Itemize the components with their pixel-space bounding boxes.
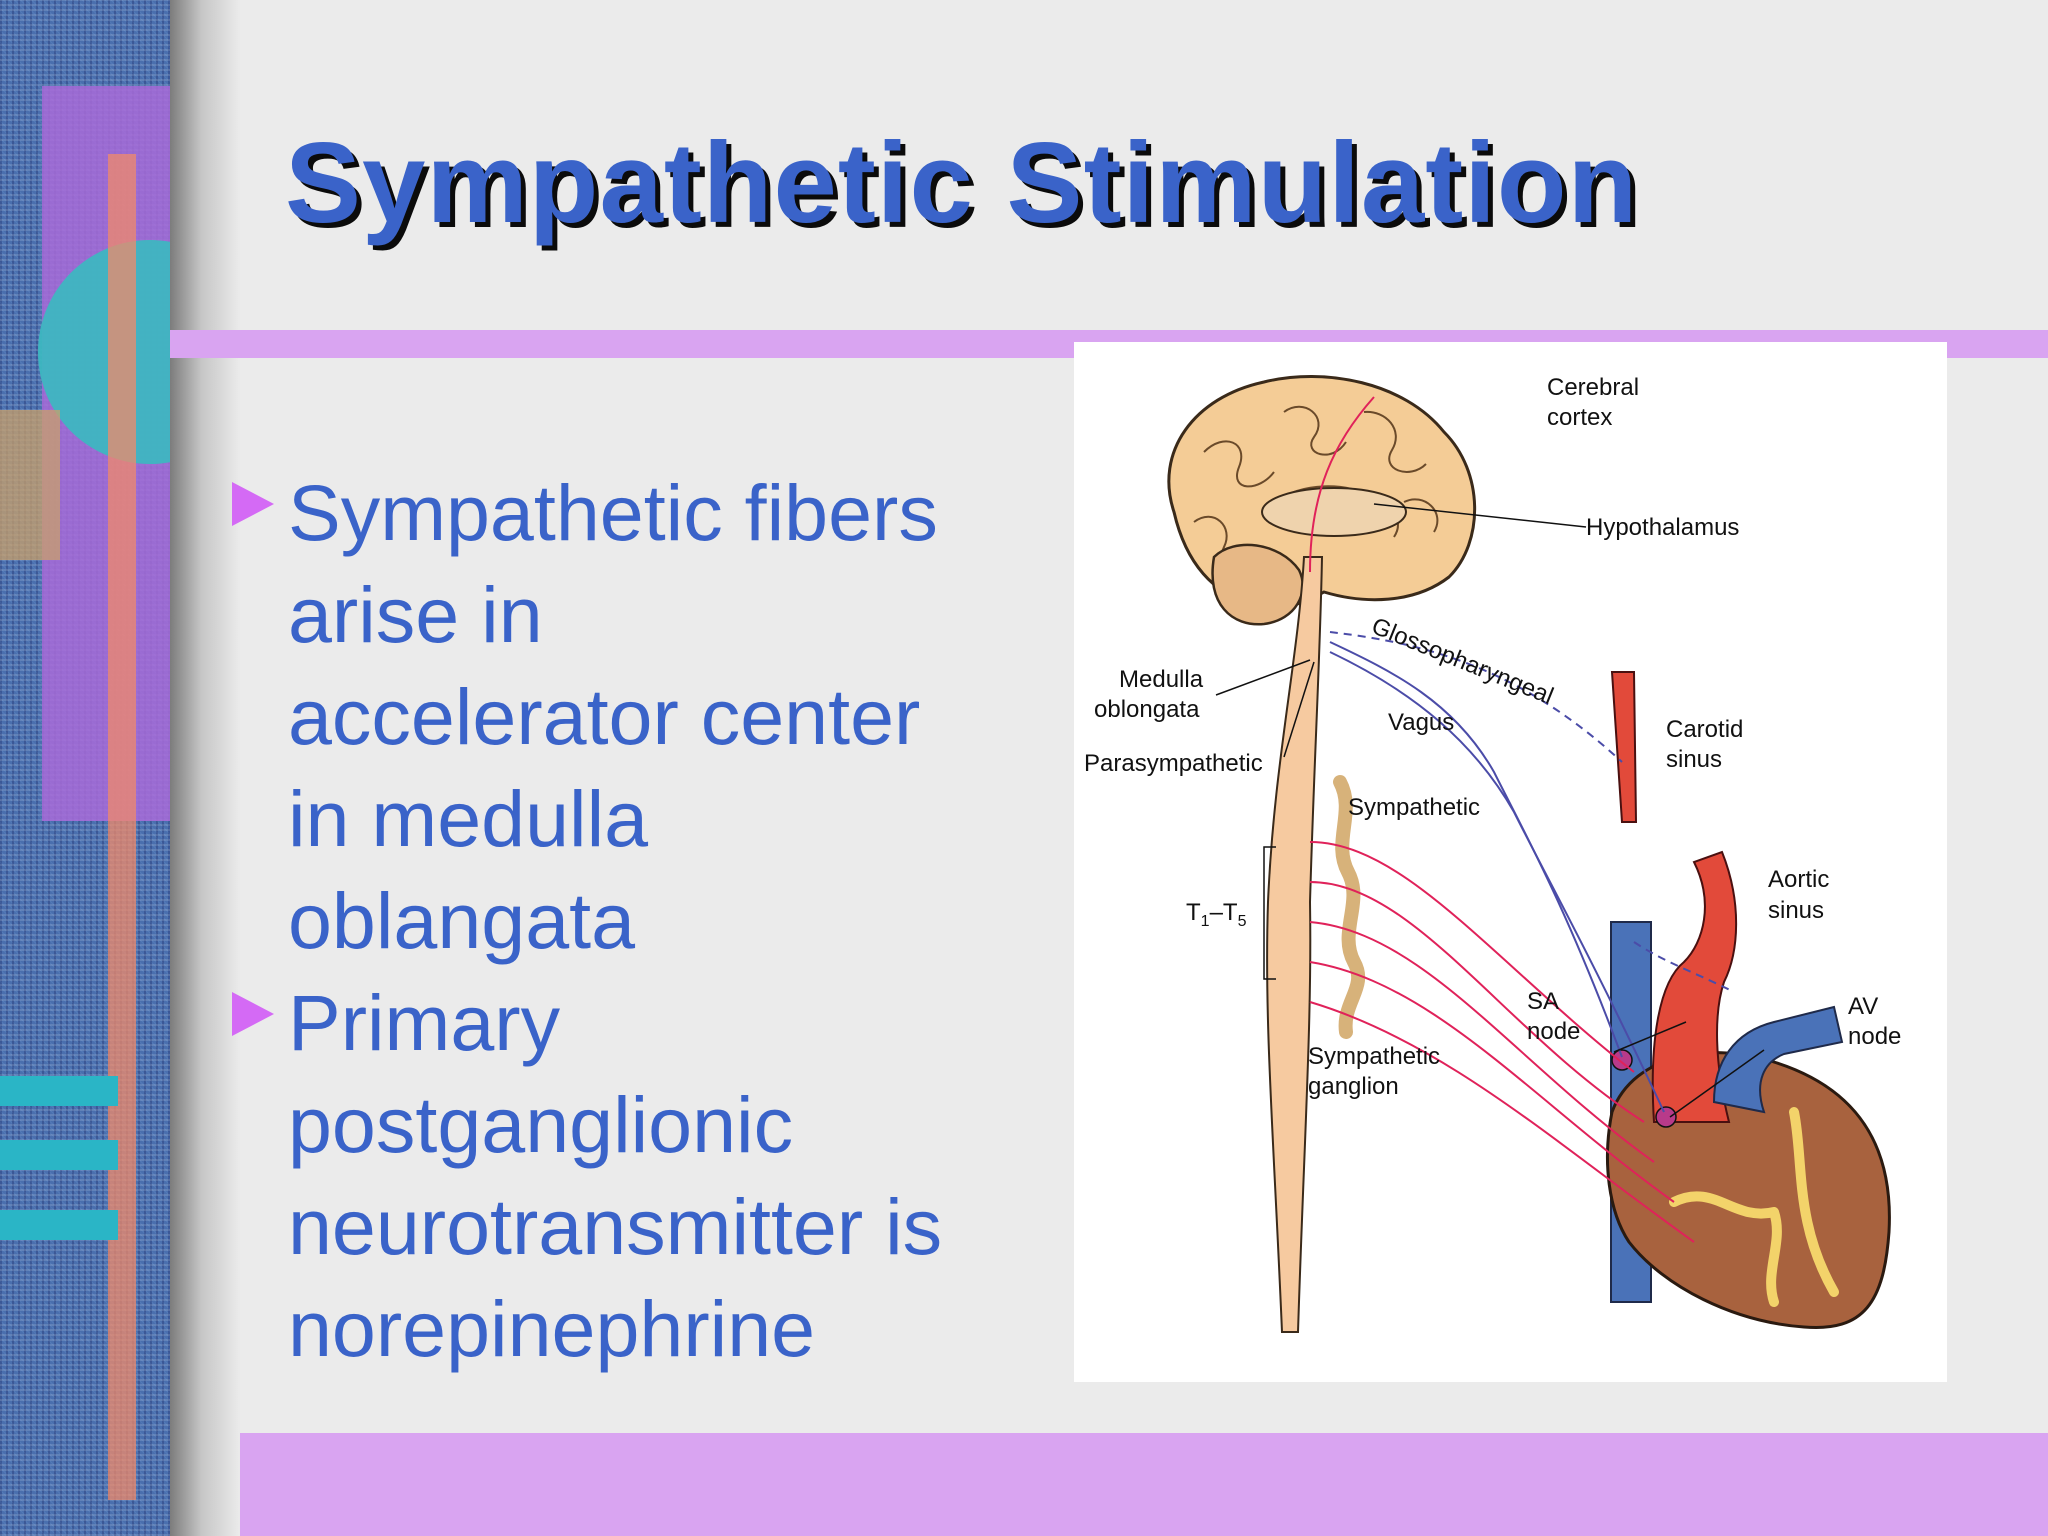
sympathetic-nerves	[1309, 396, 1695, 1243]
sympathetic-chain	[1333, 775, 1366, 1039]
label-vagus: Vagus	[1388, 709, 1454, 736]
bullet-arrow-icon	[232, 482, 274, 526]
pulmonary-artery	[1712, 1005, 1844, 1114]
av-node-marker	[1655, 1106, 1677, 1128]
label-leaders	[1215, 503, 1765, 1118]
label-t1-t5: T1–T5	[1186, 899, 1247, 930]
side-panel-shapes	[0, 86, 170, 1500]
label-parasympathetic: Parasympathetic	[1084, 750, 1263, 777]
parasympathetic-nerves	[1329, 631, 1735, 1113]
aorta	[1651, 850, 1738, 1123]
label-carotid-sinus: Carotid	[1666, 716, 1743, 743]
teal-bar-1	[0, 1076, 118, 1106]
teal-bar-2	[0, 1140, 118, 1170]
anatomy-illustration: Cerebral cortex Hypothalamus Glossophary…	[1084, 374, 1901, 1333]
label-medulla-oblongata: oblongata	[1094, 696, 1200, 723]
label-sympathetic-ganglion: Sympathetic	[1308, 1043, 1440, 1070]
label-sa-node: SA	[1527, 988, 1559, 1015]
carotid-artery	[1610, 671, 1638, 823]
footer-band	[240, 1433, 2048, 1536]
bullet-list: Sympathetic fibers arise in accelerator …	[232, 462, 1088, 1380]
label-aortic-sinus: sinus	[1768, 897, 1824, 924]
bullet-line: neurotransmitter is	[288, 1182, 943, 1271]
bullet-line: oblangata	[288, 876, 636, 965]
label-av-node: node	[1848, 1023, 1901, 1050]
coral-stripe	[108, 154, 136, 1500]
tan-block	[0, 410, 60, 560]
label-carotid-sinus: sinus	[1666, 746, 1722, 773]
label-sympathetic-ganglion: ganglion	[1308, 1073, 1399, 1100]
label-hypothalamus: Hypothalamus	[1586, 514, 1739, 541]
label-glossopharyngeal: Glossopharyngeal	[1368, 613, 1557, 711]
bullet-line: accelerator center	[288, 672, 921, 761]
coronary-vessels	[1669, 1107, 1839, 1307]
teal-bar-3	[0, 1210, 118, 1240]
bullet-line: Sympathetic fibers	[288, 468, 938, 557]
bullet-item: Sympathetic fibers arise in accelerator …	[232, 462, 1088, 972]
teal-circle	[38, 240, 170, 464]
label-sa-node: node	[1527, 1018, 1580, 1045]
label-sympathetic: Sympathetic	[1348, 794, 1480, 821]
cerebellum	[1211, 543, 1304, 626]
bullet-line: in medulla	[288, 774, 649, 863]
label-cerebral-cortex: Cerebral	[1547, 374, 1639, 401]
decorative-side-panel	[0, 0, 170, 1536]
sa-node-marker	[1611, 1049, 1633, 1071]
bullet-line: postganglionic	[288, 1080, 794, 1169]
bullet-line: arise in	[288, 570, 543, 659]
label-medulla-oblongata: Medulla	[1119, 666, 1204, 693]
bullet-line: Primary	[288, 978, 561, 1067]
slide-title: Sympathetic Stimulation	[285, 120, 1639, 247]
side-panel-shadow	[170, 0, 240, 1536]
spinal-cord	[1266, 556, 1324, 1333]
label-av-node: AV	[1848, 993, 1878, 1020]
label-cerebral-cortex: cortex	[1547, 404, 1612, 431]
label-aortic-sinus: Aortic	[1768, 866, 1829, 893]
bullet-arrow-icon	[232, 992, 274, 1036]
bullet-line: norepinephrine	[288, 1284, 816, 1373]
anatomy-diagram: Cerebral cortex Hypothalamus Glossophary…	[1074, 342, 1947, 1382]
bullet-item: Primary postganglionic neurotransmitter …	[232, 972, 1088, 1380]
corpus-callosum	[1261, 487, 1407, 537]
